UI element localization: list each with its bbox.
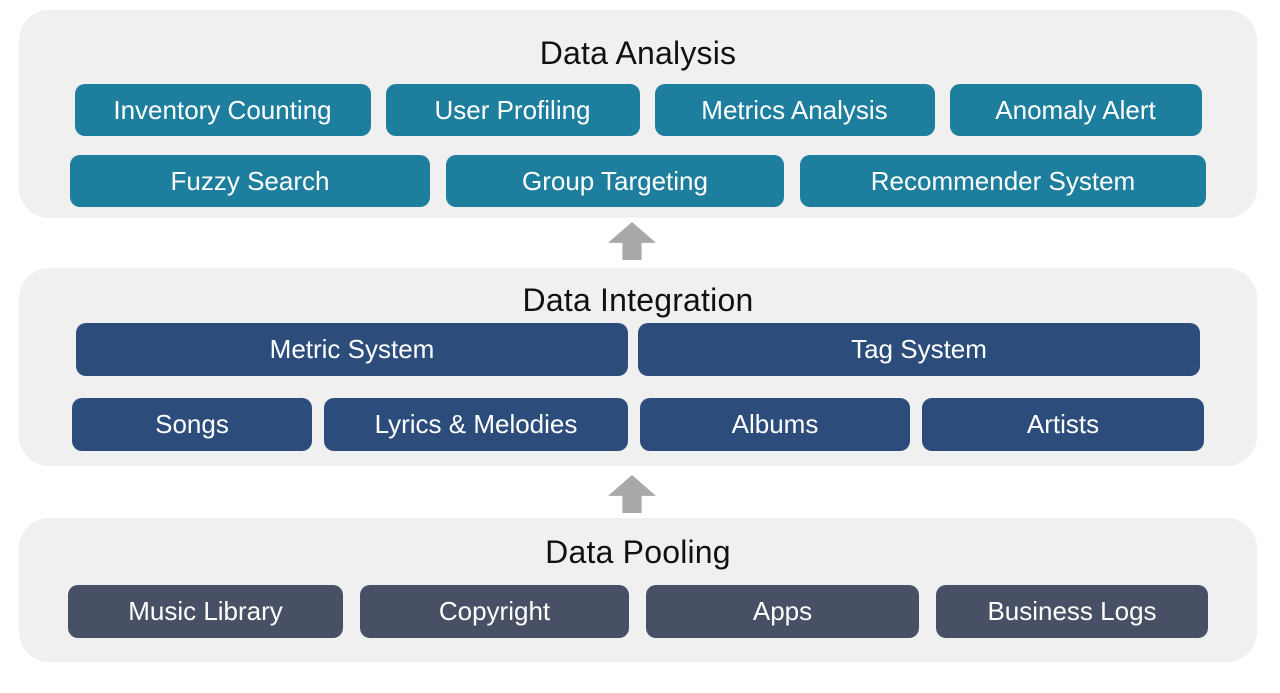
up-block-arrow-icon — [608, 222, 656, 260]
node-albums: Albums — [640, 398, 910, 451]
pooling-row-1: Music Library Copyright Apps Business Lo… — [19, 585, 1257, 638]
node-artists: Artists — [922, 398, 1204, 451]
node-group-targeting: Group Targeting — [446, 155, 784, 207]
node-metrics-analysis: Metrics Analysis — [654, 84, 935, 136]
analysis-row-1: Inventory Counting User Profiling Metric… — [19, 84, 1257, 136]
layer-data-analysis: Data Analysis Inventory Counting User Pr… — [19, 10, 1257, 218]
layer-title-data-pooling: Data Pooling — [545, 534, 731, 570]
up-block-arrow-icon — [608, 475, 656, 513]
layer-title-data-integration: Data Integration — [522, 282, 754, 318]
node-copyright: Copyright — [360, 585, 629, 638]
node-business-logs: Business Logs — [936, 585, 1208, 638]
node-lyrics-melodies: Lyrics & Melodies — [324, 398, 628, 451]
node-metric-system: Metric System — [76, 323, 628, 376]
layer-title-data-analysis: Data Analysis — [539, 35, 737, 71]
node-fuzzy-search: Fuzzy Search — [70, 155, 430, 207]
integration-row-2: Songs Lyrics & Melodies Albums Artists — [19, 398, 1257, 451]
node-songs: Songs — [72, 398, 312, 451]
node-inventory-counting: Inventory Counting — [74, 84, 371, 136]
node-recommender-system: Recommender System — [800, 155, 1206, 207]
integration-row-1: Metric System Tag System — [19, 323, 1257, 376]
layer-data-integration: Data Integration Metric System Tag Syste… — [19, 268, 1257, 466]
analysis-row-2: Fuzzy Search Group Targeting Recommender… — [19, 155, 1257, 207]
node-user-profiling: User Profiling — [385, 84, 640, 136]
node-apps: Apps — [646, 585, 919, 638]
node-music-library: Music Library — [68, 585, 343, 638]
layer-data-pooling: Data Pooling Music Library Copyright App… — [19, 518, 1257, 662]
node-tag-system: Tag System — [638, 323, 1200, 376]
node-anomaly-alert: Anomaly Alert — [949, 84, 1202, 136]
